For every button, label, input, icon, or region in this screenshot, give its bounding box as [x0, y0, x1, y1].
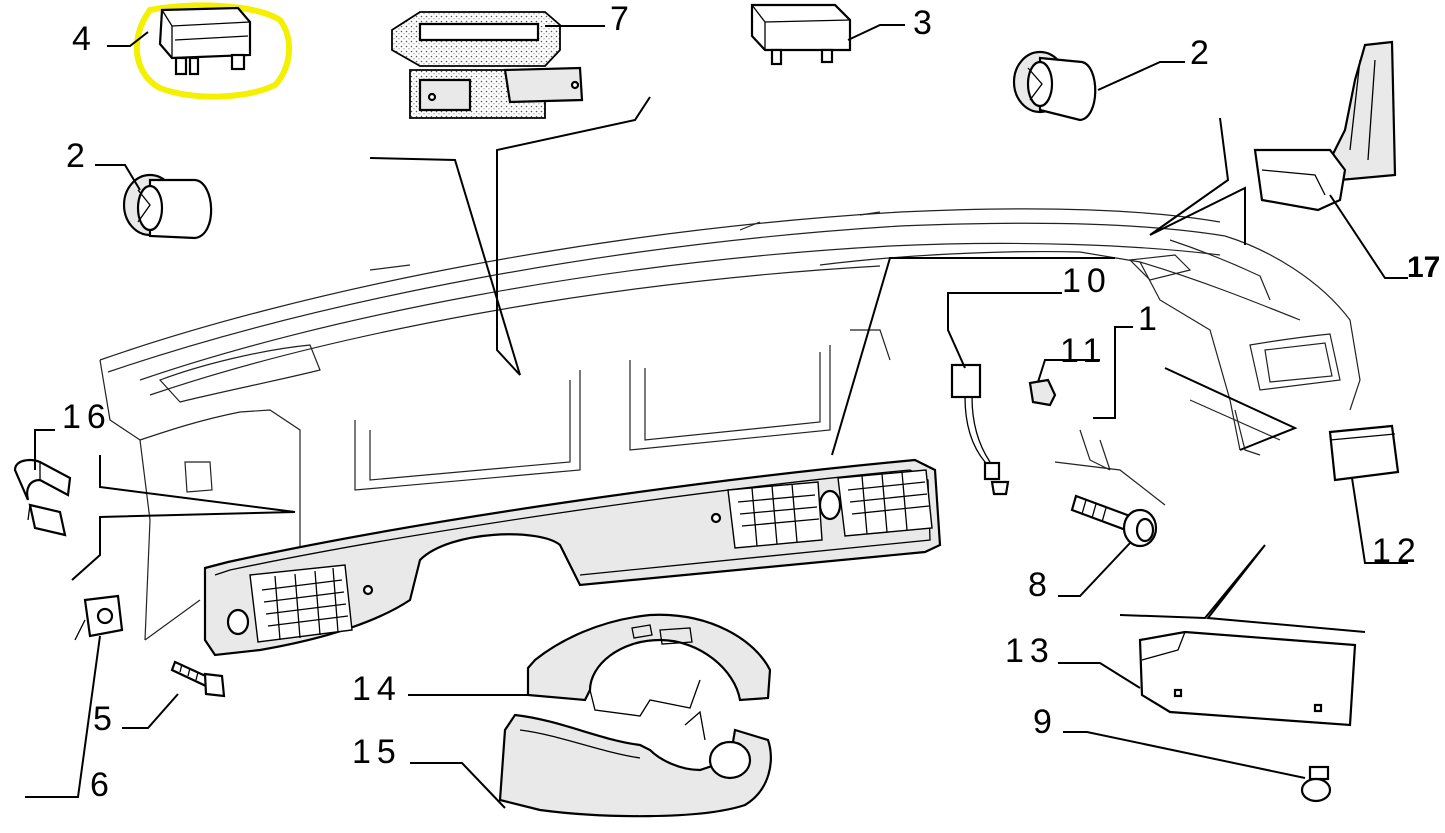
part-12-cap[interactable] [1328, 424, 1400, 482]
callout-17: 17 [1407, 251, 1440, 284]
right-vent-grilles [710, 469, 933, 549]
callout-4: 4 [72, 20, 91, 58]
part-15-lower-shroud[interactable] [498, 710, 772, 818]
callout-16: 16 [62, 398, 112, 436]
part-13-panel[interactable] [1138, 630, 1357, 727]
part-10-wiring[interactable] [950, 363, 1010, 496]
part-5-screw[interactable] [170, 660, 226, 698]
part-2-plug-right[interactable] [1012, 50, 1097, 122]
dashboard-ghost-outline [99, 208, 1361, 641]
callout-11: 11 [1060, 332, 1107, 370]
part-11-clip[interactable] [1028, 378, 1057, 407]
callout-labels: 4 7 3 2 2 17 10 1 11 16 12 8 13 14 5 15 … [62, 0, 1440, 804]
callout-12: 12 [1372, 532, 1422, 570]
part-7-vent-frame[interactable] [391, 11, 584, 119]
callout-8: 8 [1028, 566, 1047, 604]
part-14-upper-shroud[interactable] [526, 613, 772, 717]
part-17-pillar-trim[interactable] [1253, 40, 1397, 212]
part-16-clips[interactable] [13, 459, 72, 537]
callout-9: 9 [1033, 703, 1052, 741]
callout-7: 7 [610, 0, 629, 38]
callout-3: 3 [913, 4, 932, 42]
callout-5: 5 [93, 700, 112, 738]
callout-6: 6 [90, 766, 109, 804]
leader-lines [25, 24, 1408, 809]
part-4-clip-cover[interactable] [133, 2, 293, 100]
part-3-clip-cover[interactable] [750, 3, 852, 66]
left-vent-grille [226, 564, 374, 643]
callout-15: 15 [352, 733, 402, 771]
callout-10: 10 [1062, 262, 1112, 300]
callout-2-left: 2 [66, 137, 85, 175]
part-6-bracket[interactable] [74, 594, 124, 641]
callout-1: 1 [1138, 300, 1157, 338]
callout-2-right: 2 [1190, 34, 1209, 72]
part-8-bolt[interactable] [1070, 494, 1158, 548]
part-9-plug[interactable] [1300, 765, 1332, 803]
part-2-plug-left[interactable] [122, 173, 213, 240]
callout-14: 14 [352, 670, 402, 708]
dashboard-trim-panel[interactable] [203, 458, 942, 657]
callout-13: 13 [1005, 632, 1055, 670]
